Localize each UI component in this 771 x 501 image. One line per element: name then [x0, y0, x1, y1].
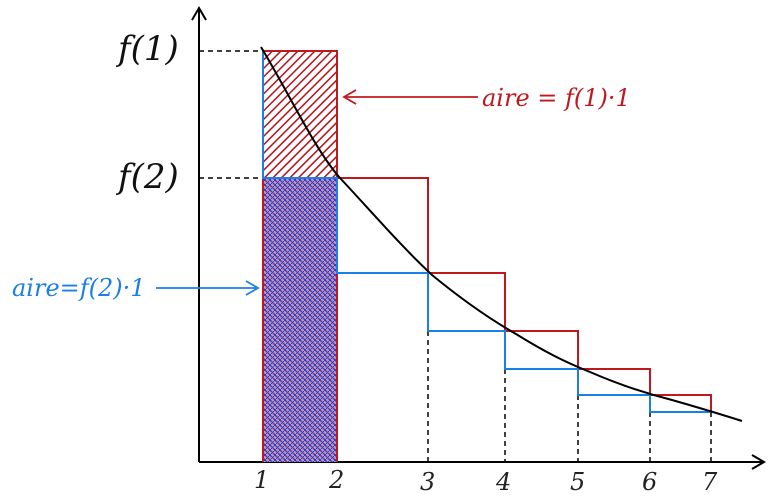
y-axis-arrow [191, 6, 207, 21]
x-axis-arrow [751, 454, 766, 470]
blue-arrow-head [245, 280, 260, 296]
label-f2: f(2) [115, 157, 179, 197]
x-tick-7: 7 [702, 468, 718, 496]
x-tick-labels: 1 2 3 4 5 6 7 [254, 466, 718, 496]
blue-annotation: aire=f(2)·1 [12, 274, 260, 302]
blue-annotation-text: aire=f(2)·1 [12, 274, 146, 302]
x-tick-2: 2 [328, 466, 344, 494]
function-curve [260, 46, 743, 422]
x-tick-1: 1 [254, 466, 269, 494]
upper-step-function [262, 50, 712, 462]
red-annotation: aire = f(1)·1 [342, 84, 631, 112]
x-tick-5: 5 [570, 468, 585, 496]
red-arrow-head [342, 89, 357, 105]
x-tick-4: 4 [495, 468, 511, 496]
x-tick-3: 3 [420, 468, 435, 496]
label-f1: f(1) [115, 29, 179, 69]
x-tick-6: 6 [642, 468, 657, 496]
blue-crosshatched-area [263, 178, 337, 462]
dashed-guides [199, 50, 712, 462]
red-annotation-text: aire = f(1)·1 [482, 84, 631, 112]
